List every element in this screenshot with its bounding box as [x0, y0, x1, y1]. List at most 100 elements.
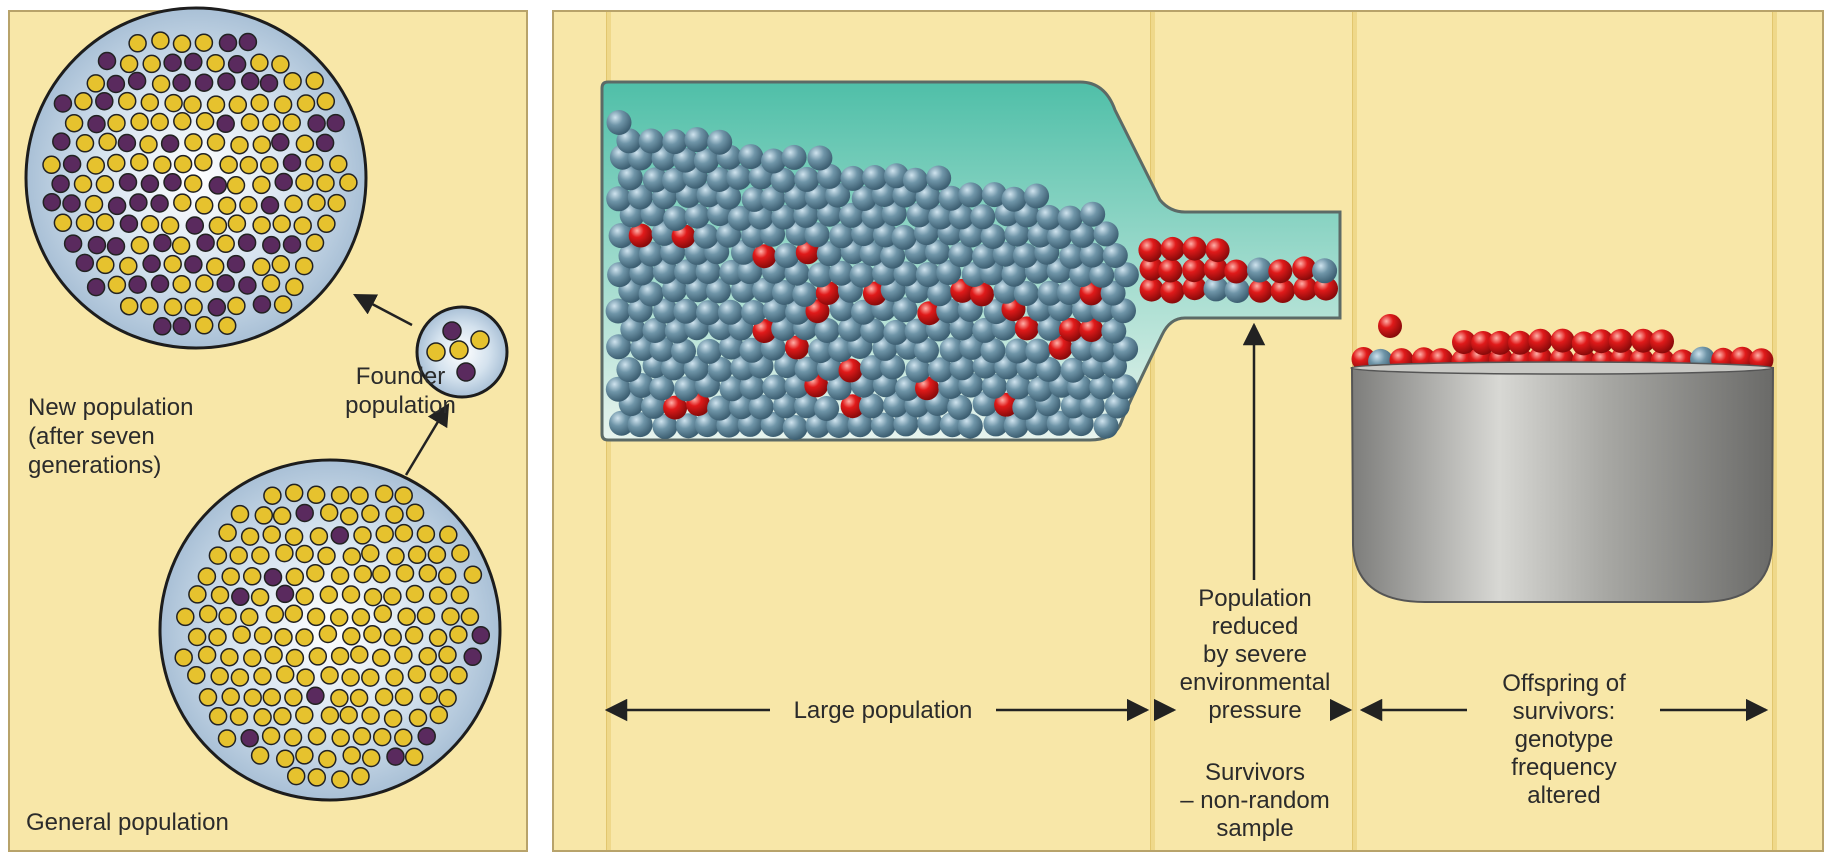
founder-population-label: Founder population [328, 362, 473, 420]
yellow-allele-dot [385, 710, 402, 727]
yellow-allele-dot [244, 689, 261, 706]
purple-allele-dot [232, 588, 249, 605]
purple-allele-dot [129, 276, 146, 293]
gray-bead [616, 357, 641, 382]
gray-bead [696, 300, 721, 325]
purple-allele-dot [229, 56, 246, 73]
yellow-allele-dot [296, 629, 313, 646]
yellow-allele-dot [228, 215, 245, 232]
yellow-allele-dot [244, 650, 261, 667]
yellow-allele-dot [254, 709, 271, 726]
founder-to-new-arrow [355, 295, 412, 325]
yellow-allele-dot [296, 546, 313, 563]
purple-allele-dot [96, 93, 113, 110]
purple-allele-dot [54, 95, 71, 112]
yellow-allele-dot [351, 646, 368, 663]
yellow-allele-dot [461, 608, 478, 625]
yellow-allele-dot [253, 217, 270, 234]
red-bead [1528, 329, 1552, 353]
yellow-allele-dot [340, 707, 357, 724]
yellow-allele-dot [77, 135, 94, 152]
purple-allele-dot [151, 195, 168, 212]
yellow-allele-dot [440, 526, 457, 543]
gray-bead [606, 186, 631, 211]
purple-allele-dot [239, 277, 256, 294]
gray-bead [970, 204, 995, 229]
yellow-allele-dot [354, 566, 371, 583]
yellow-allele-dot [365, 589, 382, 606]
purple-allele-dot [228, 256, 245, 273]
gray-bead [685, 127, 710, 152]
yellow-allele-dot [439, 646, 456, 663]
yellow-allele-dot [188, 667, 205, 684]
yellow-allele-dot [263, 689, 280, 706]
purple-allele-dot [164, 54, 181, 71]
yellow-allele-dot [288, 768, 305, 785]
yellow-allele-dot [240, 157, 257, 174]
purple-allele-dot [63, 195, 80, 212]
purple-allele-dot [275, 174, 292, 191]
purple-allele-dot [53, 133, 70, 150]
yellow-allele-dot [199, 647, 216, 664]
yellow-allele-dot [131, 154, 148, 171]
purple-allele-dot [418, 728, 435, 745]
yellow-allele-dot [318, 215, 335, 232]
yellow-allele-dot [174, 35, 191, 52]
yellow-allele-dot [321, 504, 338, 521]
yellow-allele-dot [241, 609, 258, 626]
yellow-allele-dot [230, 547, 247, 564]
red-bead [1609, 329, 1633, 353]
purple-allele-dot [141, 175, 158, 192]
yellow-allele-dot [87, 157, 104, 174]
yellow-allele-dot [253, 176, 270, 193]
yellow-allele-dot [207, 258, 224, 275]
yellow-allele-dot [343, 586, 360, 603]
yellow-allele-dot [332, 567, 349, 584]
yellow-allele-dot [96, 176, 113, 193]
yellow-allele-dot [354, 527, 371, 544]
gray-bead [892, 225, 917, 250]
yellow-allele-dot [209, 217, 226, 234]
yellow-allele-dot [75, 176, 92, 193]
gray-bead [783, 415, 808, 440]
red-bead [1140, 278, 1164, 302]
yellow-allele-dot [351, 690, 368, 707]
purple-allele-dot [88, 237, 105, 254]
yellow-allele-dot [307, 565, 324, 582]
bowl [1352, 368, 1773, 602]
yellow-allele-dot [376, 689, 393, 706]
yellow-allele-dot [86, 196, 103, 213]
gray-bead [903, 168, 928, 193]
yellow-allele-dot [43, 156, 60, 173]
yellow-allele-dot [264, 487, 281, 504]
yellow-allele-dot [285, 605, 302, 622]
yellow-allele-dot [442, 608, 459, 625]
yellow-allele-dot [255, 627, 272, 644]
yellow-allele-dot [87, 75, 104, 92]
yellow-allele-dot [141, 298, 158, 315]
purple-allele-dot [272, 134, 289, 151]
purple-allele-dot [317, 134, 334, 151]
yellow-allele-dot [174, 113, 191, 130]
yellow-allele-dot [308, 769, 325, 786]
yellow-allele-dot [208, 96, 225, 113]
red-bead [1551, 329, 1575, 353]
yellow-allele-dot [263, 526, 280, 543]
red-bead [1161, 237, 1185, 261]
yellow-allele-dot [142, 216, 159, 233]
purple-allele-dot [239, 34, 256, 51]
yellow-allele-dot [173, 237, 190, 254]
purple-allele-dot [296, 505, 313, 522]
gray-bead [1002, 187, 1027, 212]
yellow-allele-dot [143, 55, 160, 72]
yellow-allele-dot [296, 258, 313, 275]
purple-allele-dot [143, 255, 160, 272]
yellow-allele-dot [219, 317, 236, 334]
gray-bead [707, 130, 732, 155]
purple-allele-dot [331, 527, 348, 544]
gray-bead [814, 396, 839, 421]
yellow-allele-dot [294, 217, 311, 234]
yellow-allele-dot [242, 114, 259, 131]
yellow-allele-dot [121, 298, 138, 315]
yellow-allele-dot [231, 708, 248, 725]
